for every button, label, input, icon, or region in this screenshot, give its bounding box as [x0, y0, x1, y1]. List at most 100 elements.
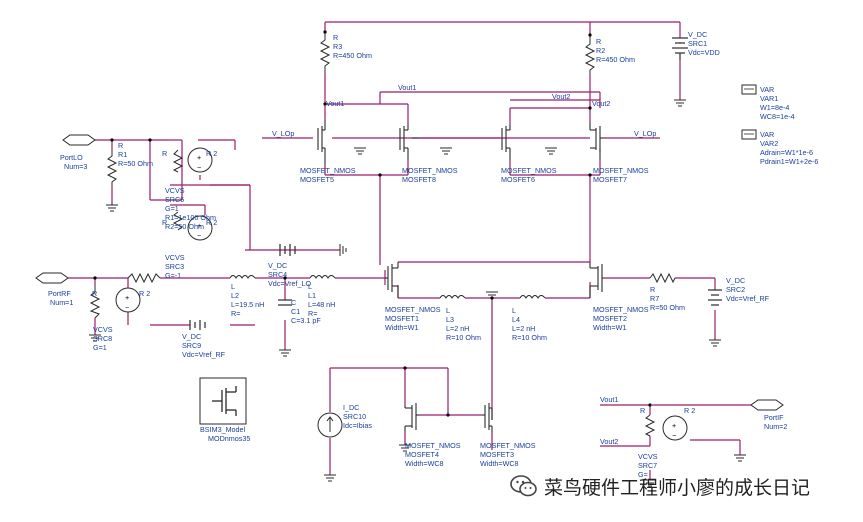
var2-line1: Adrain=W1*1e-6 [760, 148, 813, 157]
mosfet6-ref: MOSFET6 [501, 175, 535, 184]
var2-type: VAR [760, 130, 774, 139]
src3-r2-marker: R 2 [206, 218, 217, 227]
net-vout1-b: Vout1 [398, 83, 416, 92]
l4-type: L [512, 306, 516, 315]
net-vlop-left: V_LOp [272, 129, 294, 138]
l1-value: L=48 nH [308, 300, 335, 309]
src3-ref: SRC3 [165, 262, 184, 271]
mosfet1-width: Width=W1 [385, 323, 418, 332]
mosfet3-type: MOSFET_NMOS [480, 441, 536, 450]
src8-type: VCVS [93, 325, 113, 334]
var1-line2: WC8=1e-4 [760, 112, 795, 121]
src6-g: G=1 [165, 204, 179, 213]
var1-type: VAR [760, 85, 774, 94]
src2-value: Vdc=Vref_RF [726, 294, 770, 303]
l4-value: L=2 nH [512, 324, 535, 333]
r2-value: R=450 Ohm [596, 55, 635, 64]
src6-r1: R1=1e100 Ohm [165, 213, 216, 222]
mosfet4-ref: MOSFET4 [405, 450, 439, 459]
node-dots [93, 30, 652, 417]
ground-symbols [89, 99, 746, 487]
src7-ref: SRC7 [638, 461, 657, 470]
l4-r: R=10 Ohm [512, 333, 547, 342]
dc-sources [189, 37, 722, 330]
net-vout1-if: Vout1 [600, 395, 618, 404]
l3-value: L=2 nH [446, 324, 469, 333]
bsim3-model-box [199, 377, 247, 425]
portlo-symbol [62, 134, 96, 146]
src8-r2-marker: R 2 [139, 289, 150, 298]
var2-ref: VAR2 [760, 139, 778, 148]
watermark-text: 菜鸟硬件工程师小廖的成长日记 [544, 476, 811, 499]
var2-line2: Pdrain1=W1+2e-6 [760, 157, 818, 166]
src10-ref: SRC10 [343, 412, 366, 421]
vcvs-sources [115, 147, 688, 441]
r2-type: R [596, 37, 601, 46]
src4-value: Vdc=Vref_LO [268, 279, 311, 288]
r1-value: R=50 Ohm [118, 159, 153, 168]
mosfet8-type: MOSFET_NMOS [402, 166, 458, 175]
l3-r: R=10 Ohm [446, 333, 481, 342]
l2-ref: L2 [231, 291, 239, 300]
c1-ref: C1 [291, 307, 300, 316]
inductors [229, 275, 546, 299]
src8-ref: SRC8 [93, 334, 112, 343]
port-symbols [35, 134, 784, 411]
svg-text:−: − [125, 303, 129, 312]
l2-type: L [231, 282, 235, 291]
svg-text:−: − [672, 431, 676, 440]
net-vlop-right: V_LOp [634, 129, 656, 138]
src8-g: G=1 [93, 343, 107, 352]
src9-ref: SRC9 [182, 341, 201, 350]
svg-text:−: − [197, 231, 201, 240]
mosfet3-width: Width=WC8 [480, 459, 519, 468]
r3-type: R [333, 33, 338, 42]
capacitor-c1 [278, 299, 292, 306]
r7-value: R=50 Ohm [650, 303, 685, 312]
r3-value: R=450 Ohm [333, 51, 372, 60]
src6-r2-marker: R 2 [206, 149, 217, 158]
mosfet4-width: Width=WC8 [405, 459, 444, 468]
mosfet2-type: MOSFET_NMOS [593, 305, 649, 314]
portif-num: Num=2 [764, 422, 787, 431]
svg-text:−: − [197, 163, 201, 172]
mosfet4-type: MOSFET_NMOS [405, 441, 461, 450]
src7-type: VCVS [638, 452, 658, 461]
labels: R R3 R=450 Ohm R R2 R=450 Ohm V_DC SRC1 … [48, 30, 818, 479]
src9-value: Vdc=Vref_RF [182, 350, 226, 359]
vcvs-signs: +− +− +− +− [125, 153, 676, 440]
l3-type: L [446, 306, 450, 315]
mosfets [317, 120, 605, 432]
net-vout2-if: Vout2 [600, 437, 618, 446]
mosfet2-width: Width=W1 [593, 323, 626, 332]
mosfet7-ref: MOSFET7 [593, 175, 627, 184]
src7-r-marker: R [640, 406, 645, 415]
src6-r2: R2=50 Ohm [165, 222, 204, 231]
wechat-icon [510, 475, 537, 497]
mosfet1-ref: MOSFET1 [385, 314, 419, 323]
bsim-type: BSIM3_Model [200, 425, 246, 434]
src10-type: I_DC [343, 403, 359, 412]
r7-ref: R7 [650, 294, 659, 303]
net-vout2-b: Vout2 [592, 99, 610, 108]
src1-type: V_DC [688, 30, 707, 39]
var1-ref: VAR1 [760, 94, 778, 103]
l2-value: L=19.5 nH [231, 300, 264, 309]
mosfet5-ref: MOSFET5 [300, 175, 334, 184]
src9-type: V_DC [182, 332, 201, 341]
bsim-ref: MODnmos35 [208, 434, 250, 443]
net-vout2-a: Vout2 [552, 92, 570, 101]
mosfet3-ref: MOSFET3 [480, 450, 514, 459]
l2-r: R= [231, 309, 240, 318]
svg-text:+: + [125, 293, 129, 302]
mosfet8-ref: MOSFET8 [402, 175, 436, 184]
var-block-marks [744, 88, 754, 135]
var1-line1: W1=8e-4 [760, 103, 789, 112]
portrf-symbol [35, 272, 69, 284]
watermark: 菜鸟硬件工程师小廖的成长日记 [510, 470, 855, 502]
r2-ref: R2 [596, 46, 605, 55]
portrf-label: PortRF [48, 289, 71, 298]
r1-type: R [118, 141, 123, 150]
src4-type: V_DC [268, 261, 287, 270]
src3-type: VCVS [165, 253, 185, 262]
